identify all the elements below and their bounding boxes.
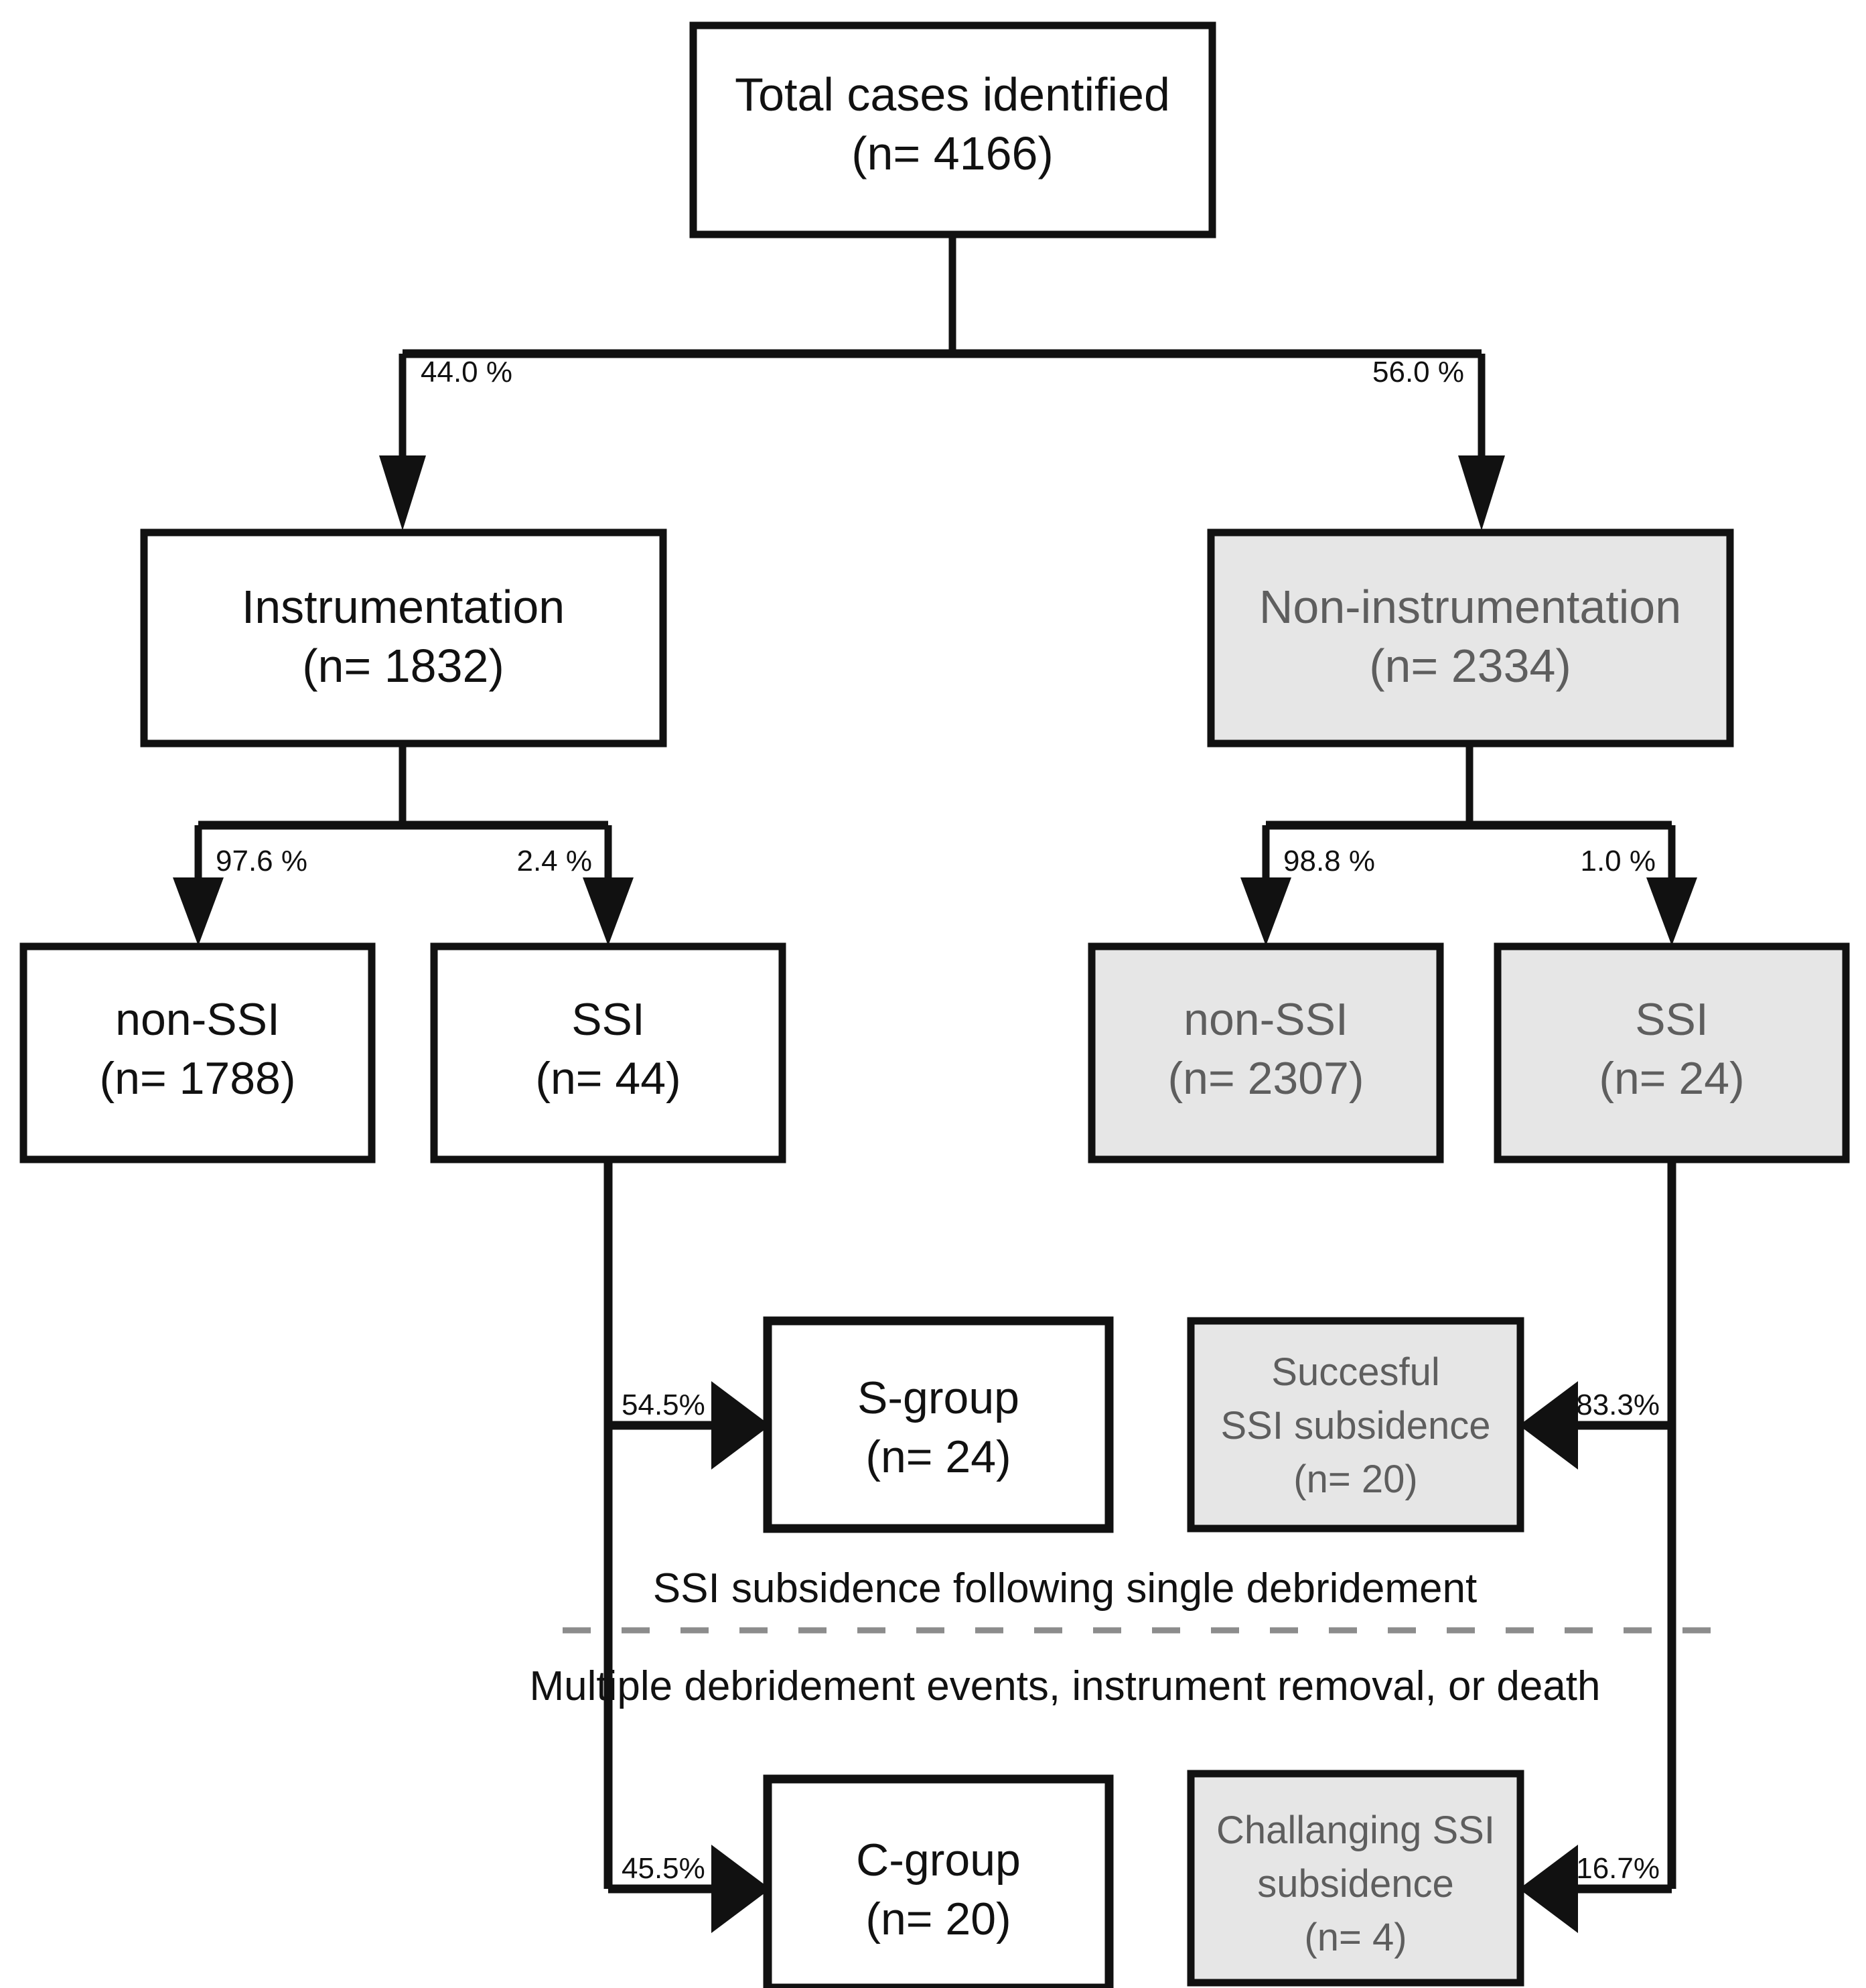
- arrowhead-to-successful: [1519, 1381, 1578, 1470]
- node-non-instrumentation-line2: (n= 2334): [1369, 640, 1571, 692]
- edge-label-45-5-percent: 45.5%: [622, 1852, 705, 1885]
- node-s-group-line2: (n= 24): [865, 1431, 1011, 1482]
- arrowhead-to-non-instrumentation: [1458, 455, 1505, 530]
- edge-label-97-6-percent: 97.6 %: [216, 845, 307, 877]
- node-left-ssi-line2: (n= 44): [535, 1053, 680, 1104]
- node-total-cases-line1: Total cases identified: [735, 68, 1170, 121]
- node-challenging-line1: Challanging SSI: [1216, 1808, 1495, 1852]
- arrowhead-to-left-non-ssi: [173, 877, 224, 946]
- edge-label-1-0-percent: 1.0 %: [1580, 845, 1656, 877]
- node-total-cases-line2: (n= 4166): [851, 127, 1054, 180]
- node-left-ssi[interactable]: SSI (n= 44): [430, 942, 786, 1163]
- node-left-non-ssi[interactable]: non-SSI (n= 1788): [19, 942, 376, 1163]
- edge-label-2-4-percent: 2.4 %: [516, 845, 592, 877]
- arrowhead-to-right-non-ssi: [1240, 877, 1291, 946]
- node-total-cases[interactable]: Total cases identified (n= 4166): [689, 21, 1216, 238]
- node-s-group[interactable]: S-group (n= 24): [763, 1316, 1114, 1533]
- node-challenging-ssi-subsidence[interactable]: Challanging SSI subsidence (n= 4): [1187, 1770, 1524, 1987]
- node-non-instrumentation[interactable]: Non-instrumentation (n= 2334): [1207, 528, 1734, 748]
- node-right-ssi-line1: SSI: [1635, 994, 1709, 1045]
- node-right-ssi[interactable]: SSI (n= 24): [1494, 942, 1850, 1163]
- node-successful-ssi-subsidence[interactable]: Succesful SSI subsidence (n= 20): [1187, 1317, 1524, 1533]
- node-instrumentation-line1: Instrumentation: [242, 581, 565, 633]
- node-c-group[interactable]: C-group (n= 20): [763, 1774, 1114, 1988]
- node-challenging-line3: (n= 4): [1304, 1916, 1407, 1959]
- node-c-group-line1: C-group: [856, 1835, 1021, 1886]
- node-c-group-line2: (n= 20): [865, 1894, 1011, 1944]
- node-left-ssi-line1: SSI: [571, 994, 645, 1045]
- node-successful-line3: (n= 20): [1293, 1458, 1417, 1501]
- node-right-non-ssi-line1: non-SSI: [1183, 994, 1348, 1045]
- arrowhead-to-challenging: [1519, 1845, 1578, 1933]
- node-successful-line2: SSI subsidence: [1220, 1404, 1490, 1447]
- edge-label-56-percent: 56.0 %: [1372, 356, 1464, 388]
- edge-label-98-8-percent: 98.8 %: [1283, 845, 1375, 877]
- node-challenging-line2: subsidence: [1257, 1862, 1453, 1906]
- connector-layer: [194, 236, 1676, 1894]
- edge-label-16-7-percent: 16.7%: [1576, 1852, 1660, 1885]
- node-left-non-ssi-line1: non-SSI: [115, 994, 280, 1045]
- arrowhead-to-instrumentation: [379, 455, 426, 530]
- node-right-non-ssi-line2: (n= 2307): [1168, 1053, 1364, 1104]
- node-instrumentation-line2: (n= 1832): [302, 640, 504, 692]
- node-right-ssi-line2: (n= 24): [1599, 1053, 1744, 1104]
- node-right-non-ssi[interactable]: non-SSI (n= 2307): [1088, 942, 1444, 1163]
- node-instrumentation[interactable]: Instrumentation (n= 1832): [140, 528, 667, 748]
- node-successful-line1: Succesful: [1271, 1350, 1439, 1394]
- arrowhead-to-left-ssi: [583, 877, 634, 946]
- caption-above-divider: SSI subsidence following single debridem…: [653, 1565, 1477, 1612]
- node-s-group-line1: S-group: [857, 1372, 1019, 1423]
- node-non-instrumentation-line1: Non-instrumentation: [1259, 581, 1681, 633]
- arrowhead-to-c-group: [711, 1845, 770, 1933]
- caption-below-divider: Multiple debridement events, instrument …: [529, 1663, 1600, 1709]
- arrowhead-to-s-group: [711, 1381, 770, 1470]
- arrowhead-to-right-ssi: [1646, 877, 1697, 946]
- arrowhead-layer: [173, 455, 1697, 1933]
- edge-label-83-3-percent: 83.3%: [1576, 1389, 1660, 1421]
- edge-label-44-percent: 44.0 %: [421, 356, 512, 388]
- node-left-non-ssi-line2: (n= 1788): [100, 1053, 296, 1104]
- edge-label-54-5-percent: 54.5%: [622, 1389, 705, 1421]
